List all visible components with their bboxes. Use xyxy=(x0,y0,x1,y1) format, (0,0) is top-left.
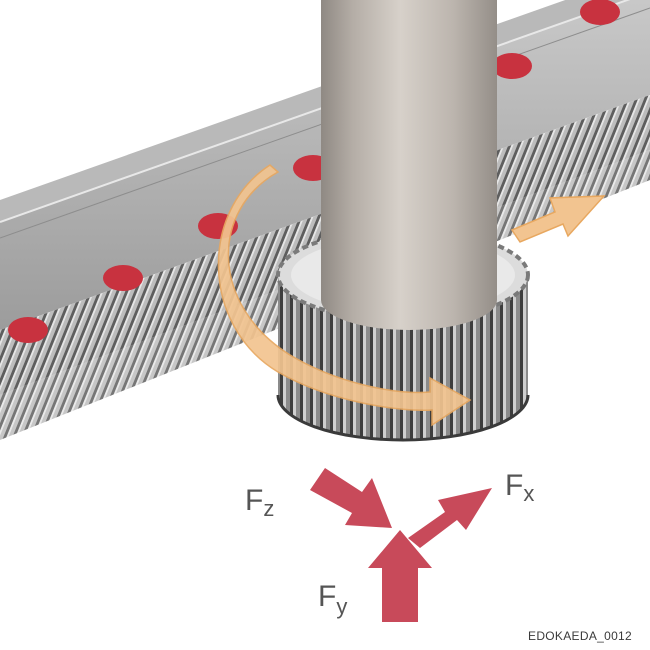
rotation-arrow xyxy=(217,164,472,427)
force-arrow-fx xyxy=(408,488,492,548)
force-arrow-fy xyxy=(368,530,432,622)
force-label-fy: Fy xyxy=(318,580,347,619)
image-code-label: EDOKAEDA_0012 xyxy=(528,629,632,643)
force-arrow-fz xyxy=(310,468,392,528)
force-label-fx: Fx xyxy=(505,469,534,506)
shaft-body xyxy=(321,0,497,300)
pinion-gear-bottom-edge xyxy=(276,394,530,442)
translation-arrow xyxy=(510,195,606,243)
rack-hole-dot xyxy=(492,53,532,79)
rack-hole-dot xyxy=(103,265,143,291)
rack-hole-dot xyxy=(8,317,48,343)
force-arrows xyxy=(310,468,492,622)
force-label-fz: Fz xyxy=(245,484,274,521)
rotation-arrow-shape xyxy=(217,164,472,427)
translation-arrow-shape xyxy=(510,195,606,243)
shaft xyxy=(321,0,497,330)
rack-hole-dot xyxy=(580,0,620,25)
shaft-base xyxy=(321,270,497,330)
